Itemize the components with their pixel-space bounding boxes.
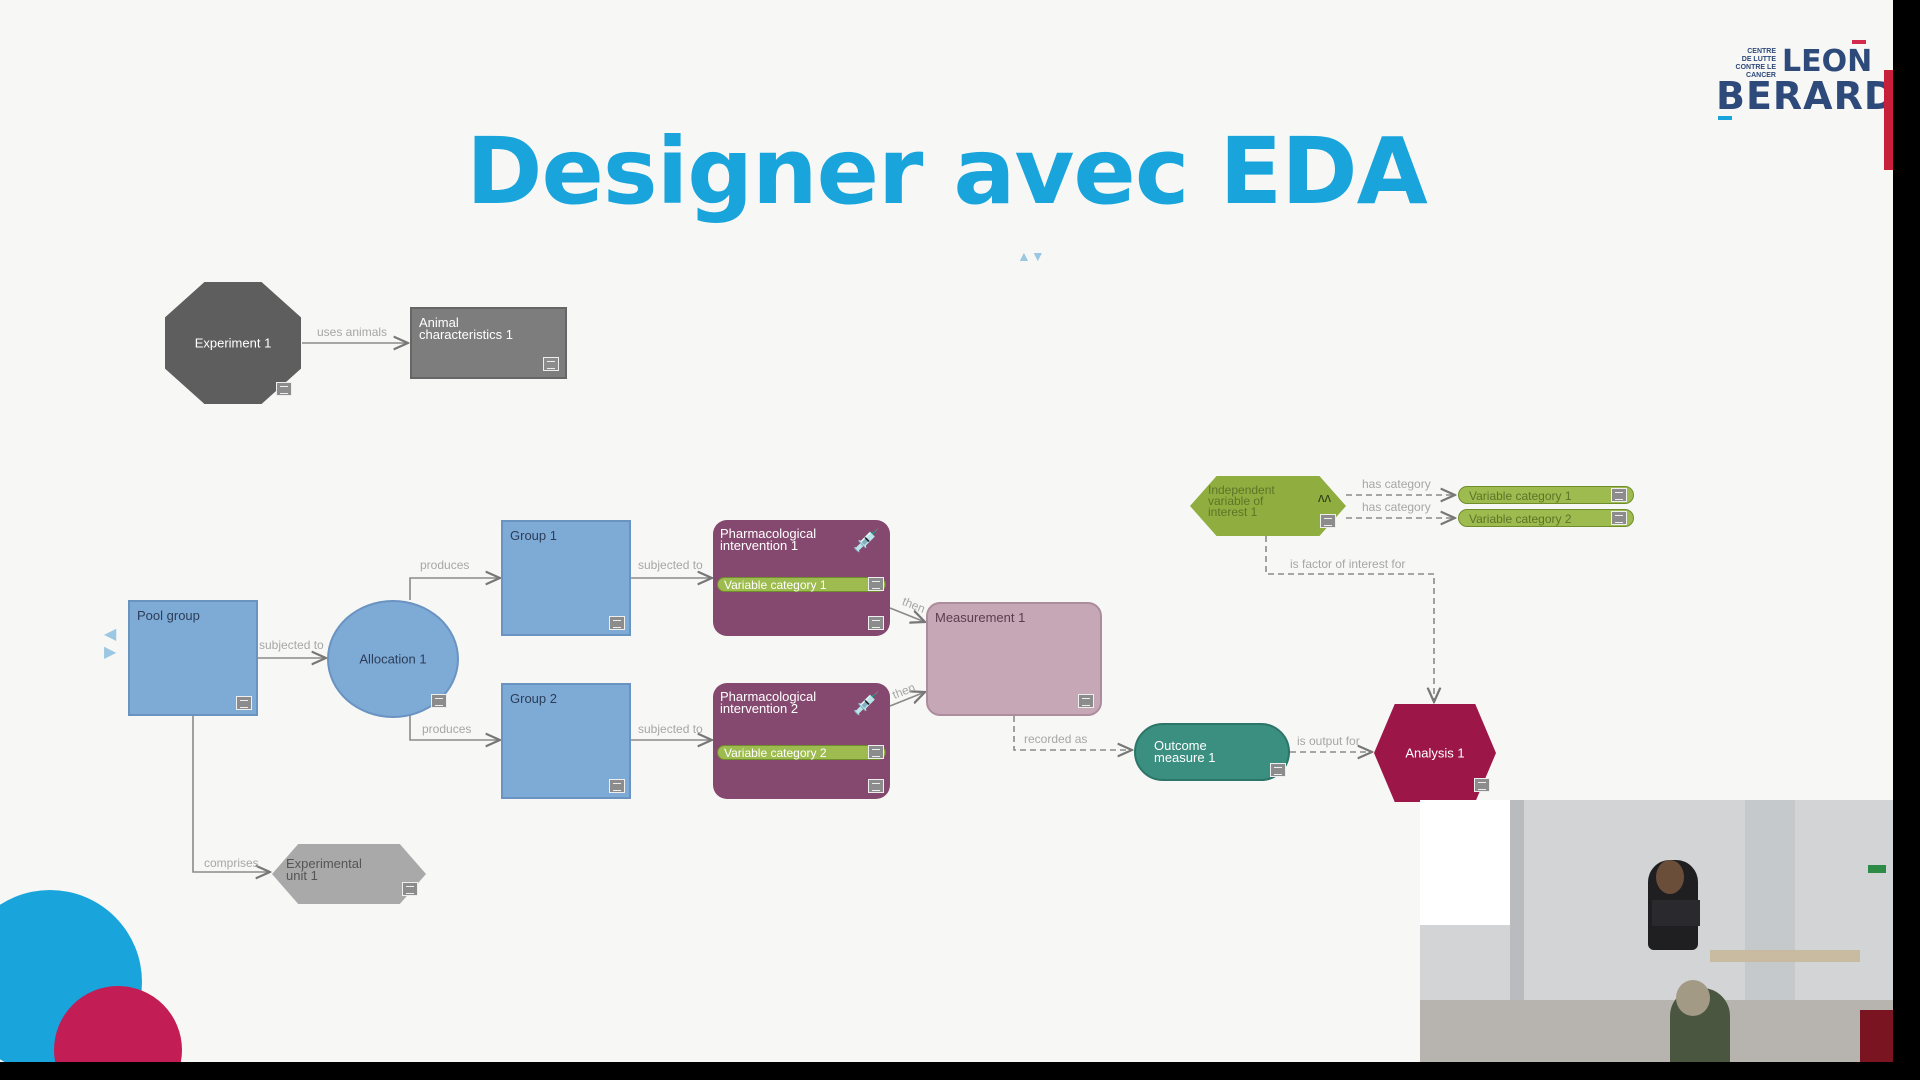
edge-label-subjected-to-1: subjected to xyxy=(638,558,703,572)
corner-decoration xyxy=(0,890,182,1062)
node-experimental-unit[interactable]: Experimental unit 1 xyxy=(272,844,426,904)
animal-characteristics-details-icon[interactable] xyxy=(543,357,559,371)
pharm-2-category-icon[interactable] xyxy=(868,745,884,759)
webcam-screen-frame xyxy=(1510,800,1524,1062)
slide: Designer avec EDA CENTRE DE LUTTE CONTRE… xyxy=(0,0,1893,1062)
group-2-details-icon[interactable] xyxy=(609,779,625,793)
node-pool-group-label: Pool group xyxy=(137,608,200,623)
node-group-1-label: Group 1 xyxy=(510,528,557,543)
variable-category-1-icon[interactable] xyxy=(1611,488,1627,502)
webcam-projection-screen xyxy=(1420,800,1510,925)
node-group-1[interactable]: Group 1 xyxy=(501,520,631,636)
webcam-red-object xyxy=(1860,1010,1893,1062)
edge-recorded-as xyxy=(1013,716,1132,750)
pool-group-details-icon[interactable] xyxy=(236,696,252,710)
node-pool-group[interactable]: Pool group xyxy=(128,600,258,716)
node-experiment-label: Experiment 1 xyxy=(194,335,272,351)
edge-produces-2 xyxy=(409,715,500,740)
node-pharm-2-label: Pharmacological intervention 2 xyxy=(720,689,817,716)
edge-label-comprises: comprises xyxy=(204,856,259,870)
webcam-audience-head xyxy=(1676,980,1710,1016)
edge-comprises xyxy=(192,716,270,872)
logo-accent-red xyxy=(1852,40,1866,44)
node-measurement-label: Measurement 1 xyxy=(935,610,1026,625)
experimental-unit-details-icon[interactable] xyxy=(402,882,418,896)
analysis-details-icon[interactable] xyxy=(1474,778,1490,792)
webcam-exit-sign xyxy=(1868,865,1886,873)
pharm-2-variable-category[interactable]: Variable category 2 xyxy=(717,745,886,760)
node-analysis-label: Analysis 1 xyxy=(1405,745,1465,761)
edge-label-has-category-1: has category xyxy=(1362,477,1431,491)
edge-is-factor-of-interest-for xyxy=(1265,536,1434,702)
syringe-icon: 💉 xyxy=(852,691,880,716)
node-experimental-unit-label: Experimental unit 1 xyxy=(286,856,362,883)
edge-produces-1 xyxy=(409,578,500,600)
node-allocation-label: Allocation 1 xyxy=(359,651,427,667)
edge-label-has-category-2: has category xyxy=(1362,500,1431,514)
node-pharm-1-label: Pharmacological intervention 1 xyxy=(720,526,817,553)
syringe-icon: 💉 xyxy=(852,528,880,553)
node-independent-variable-label: Independent variable of interest 1 xyxy=(1208,483,1275,519)
node-measurement[interactable]: Measurement 1 xyxy=(926,602,1102,716)
logo-accent-blue xyxy=(1718,116,1732,120)
webcam-speaker-head xyxy=(1656,860,1684,894)
variable-category-1-label: Variable category 1 xyxy=(1469,489,1572,503)
edge-label-is-output-for: is output for xyxy=(1297,734,1360,748)
edge-label-produces-1: produces xyxy=(420,558,470,572)
variable-category-2-icon[interactable] xyxy=(1611,511,1627,525)
outcome-details-icon[interactable] xyxy=(1270,763,1286,777)
variable-category-2-label: Variable category 2 xyxy=(1469,512,1572,526)
logo-line-2: DE LUTTE xyxy=(1741,56,1776,63)
independent-variable-glyph: ʌʌ xyxy=(1318,490,1331,505)
edge-then-1 xyxy=(889,607,925,622)
node-outcome-measure[interactable]: Outcome measure 1 xyxy=(1134,723,1290,781)
edge-label-produces-2: produces xyxy=(422,722,472,736)
node-animal-characteristics-label: Animal characteristics 1 xyxy=(419,315,513,342)
node-variable-category-2[interactable]: Variable category 2 xyxy=(1458,509,1634,527)
logo-line-1: CENTRE xyxy=(1747,48,1776,55)
diagram-pan-arrows-icon[interactable]: ◀▶ xyxy=(104,626,117,661)
webcam-floor xyxy=(1420,1000,1893,1062)
pharm-2-details-icon[interactable] xyxy=(868,779,884,793)
experiment-details-icon[interactable] xyxy=(276,382,292,396)
node-outcome-label: Outcome measure 1 xyxy=(1154,738,1216,765)
node-pharmacological-intervention-2[interactable]: Pharmacological intervention 2 💉 Variabl… xyxy=(713,683,890,799)
pharm-1-category-icon[interactable] xyxy=(868,577,884,591)
slide-nav-arrows-icon[interactable]: ▲▼ xyxy=(1017,248,1045,264)
allocation-details-icon[interactable] xyxy=(431,694,447,708)
webcam-table xyxy=(1710,950,1860,962)
edge-label-subjected-to-pool: subjected to xyxy=(259,638,324,652)
speaker-webcam-video xyxy=(1420,800,1893,1062)
node-animal-characteristics[interactable]: Animal characteristics 1 xyxy=(410,307,567,379)
corner-magenta-circle xyxy=(54,986,182,1062)
measurement-details-icon[interactable] xyxy=(1078,694,1094,708)
edge-label-recorded-as: recorded as xyxy=(1024,732,1088,746)
slide-edge-accent xyxy=(1884,70,1893,170)
node-group-2-label: Group 2 xyxy=(510,691,557,706)
pharm-1-variable-category[interactable]: Variable category 1 xyxy=(717,577,886,592)
edge-label-is-factor-of-interest-for: is factor of interest for xyxy=(1290,557,1406,571)
slide-title: Designer avec EDA xyxy=(466,118,1428,225)
webcam-laptop xyxy=(1652,900,1700,926)
diagram-edges xyxy=(192,0,1893,1062)
node-variable-category-1[interactable]: Variable category 1 xyxy=(1458,486,1634,504)
edge-then-2 xyxy=(889,692,925,707)
centre-leon-berard-logo: CENTRE DE LUTTE CONTRE LE CANCER LEON BE… xyxy=(1712,40,1893,120)
edge-label-uses-animals: uses animals xyxy=(317,325,388,339)
edge-label-subjected-to-2: subjected to xyxy=(638,722,703,736)
logo-berard: BERARD xyxy=(1716,74,1893,118)
logo-leon: LEON xyxy=(1782,44,1873,79)
pharm-1-details-icon[interactable] xyxy=(868,616,884,630)
logo-line-3: CONTRE LE CANCER xyxy=(1735,64,1776,79)
node-pharmacological-intervention-1[interactable]: Pharmacological intervention 1 💉 Variabl… xyxy=(713,520,890,636)
logo-subtitle: CENTRE DE LUTTE CONTRE LE CANCER xyxy=(1712,48,1776,80)
node-group-2[interactable]: Group 2 xyxy=(501,683,631,799)
independent-variable-details-icon[interactable] xyxy=(1320,514,1336,528)
group-1-details-icon[interactable] xyxy=(609,616,625,630)
